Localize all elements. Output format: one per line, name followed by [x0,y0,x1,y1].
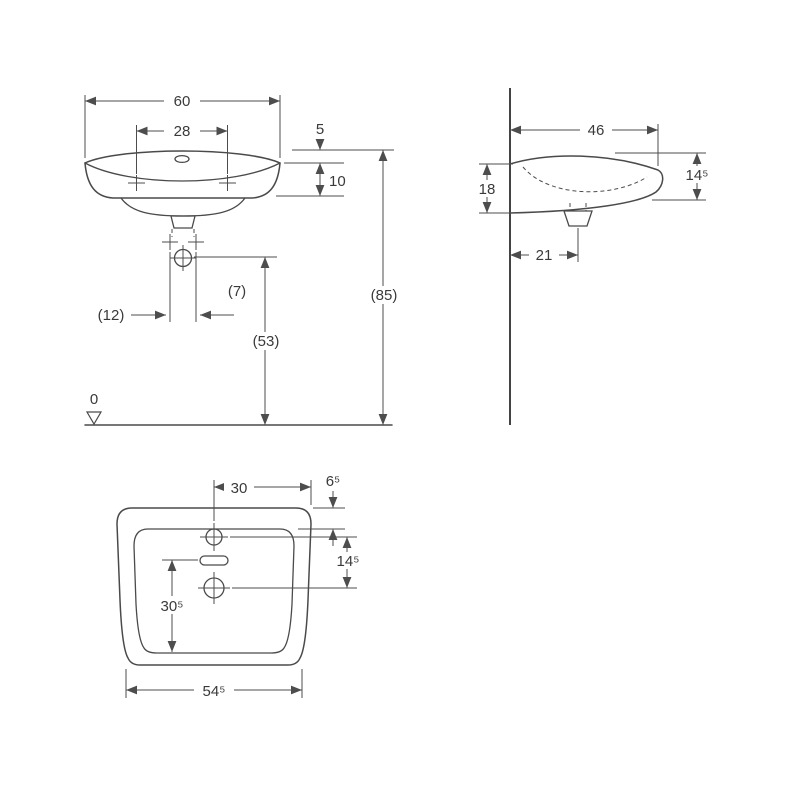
overflow-mark [174,154,190,164]
depth-label: 46 [588,122,605,139]
tap-hole-top [200,523,228,551]
drain-hole-top [198,572,230,604]
overall-height-label: (85) [371,287,398,304]
tap-to-drain-label: 14⁵ [337,553,360,570]
deck-offset-label: 6⁵ [326,473,341,490]
overflow-slot [199,555,229,566]
back-height-label: 18 [479,181,496,198]
datum-label: 0 [90,391,98,408]
tap-hole-marks-front [128,175,236,191]
top-view: 30 6⁵ 14⁵ 30⁵ 54⁵ [116,473,366,700]
side-view: 46 18 14⁵ 21 [471,88,715,425]
basin-side-outline [509,155,664,227]
trap-offset-label: 21 [536,247,553,264]
front-edge-height-label: 14⁵ [686,167,709,184]
datum-triangle [85,411,103,426]
front-width-label: 60 [174,93,191,110]
trap-height-label: (53) [253,333,280,350]
rim-rise-label: 5 [316,121,324,138]
tap-spacing-label: 28 [174,123,191,140]
fixing-offset-label: (12) [98,307,125,324]
front-width-bottom-label: 54⁵ [203,683,226,700]
tap-to-edge-label: 30 [231,480,248,497]
rim-height-label: 10 [329,173,346,190]
bowl-depth-label: 30⁵ [161,598,184,615]
side-extension-lines [479,124,706,262]
front-view: 0 60 28 5 10 (85) [84,92,406,426]
basin-top-outline [116,507,312,666]
drain-fixing-detail [162,229,204,271]
fixing-gap-label: (7) [228,283,246,300]
basin-front-outline [84,150,281,229]
